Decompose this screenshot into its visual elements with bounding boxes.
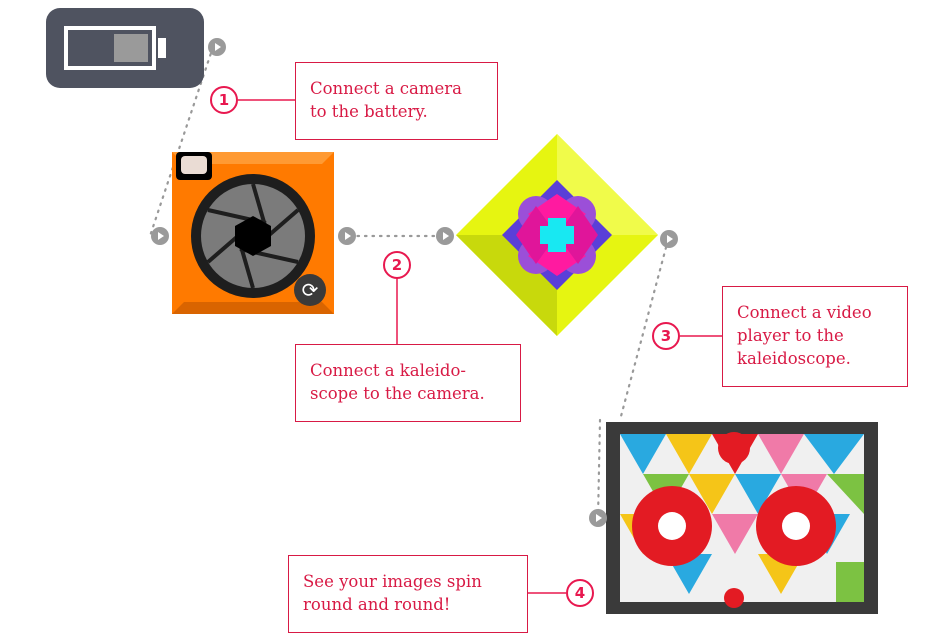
- battery-icon[interactable]: [46, 8, 204, 88]
- kaleidoscope-icon[interactable]: [456, 134, 658, 336]
- callout-line: round and round!: [303, 595, 451, 614]
- battery-cell: [64, 26, 156, 70]
- step-number-1: 1: [210, 86, 238, 114]
- battery-cap: [158, 38, 166, 58]
- battery-output-port[interactable]: [208, 38, 226, 56]
- video-kaleidoscope-frame: [620, 432, 864, 608]
- callout-line: kaleidoscope.: [737, 349, 851, 368]
- step-4-callout: See your images spin round and round!: [288, 555, 528, 633]
- callout-line: player to the: [737, 326, 844, 345]
- camera-status-badge: [176, 152, 212, 180]
- video-player-icon[interactable]: [606, 422, 878, 614]
- step-number-3: 3: [652, 322, 680, 350]
- kaleidoscope-output-port[interactable]: [660, 230, 678, 248]
- camera-output-port[interactable]: [338, 227, 356, 245]
- callout-line: scope to the camera.: [310, 384, 485, 403]
- video-input-port[interactable]: [589, 509, 607, 527]
- callout-line: Connect a camera: [310, 79, 462, 98]
- callout-line: Connect a kaleido-: [310, 361, 467, 380]
- camera-aperture-icon: [172, 152, 334, 314]
- refresh-icon[interactable]: ⟳: [294, 274, 326, 306]
- step-2-callout: Connect a kaleido- scope to the camera.: [295, 344, 521, 422]
- callout-line: Connect a video: [737, 303, 872, 322]
- camera-icon[interactable]: ⟳: [172, 152, 334, 314]
- camera-input-port[interactable]: [151, 227, 169, 245]
- callout-line: to the battery.: [310, 102, 428, 121]
- step-number-4: 4: [566, 579, 594, 607]
- battery-charge-level: [114, 34, 148, 62]
- step-number-2: 2: [383, 251, 411, 279]
- callout-line: See your images spin: [303, 572, 482, 591]
- step-3-callout: Connect a video player to the kaleidosco…: [722, 286, 908, 387]
- step-1-callout: Connect a camera to the battery.: [295, 62, 498, 140]
- kaleidoscope-input-port[interactable]: [436, 227, 454, 245]
- kaleidoscope-shape: [456, 134, 658, 336]
